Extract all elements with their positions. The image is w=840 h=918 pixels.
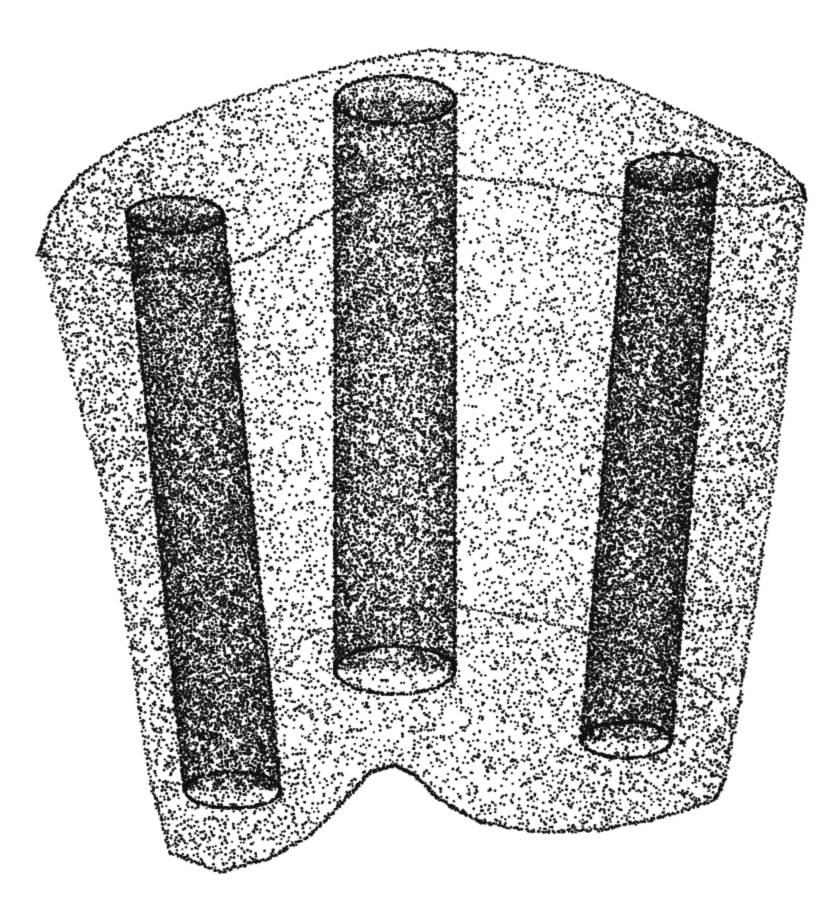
point-cloud-image xyxy=(0,0,840,918)
figure-stage xyxy=(0,0,840,918)
